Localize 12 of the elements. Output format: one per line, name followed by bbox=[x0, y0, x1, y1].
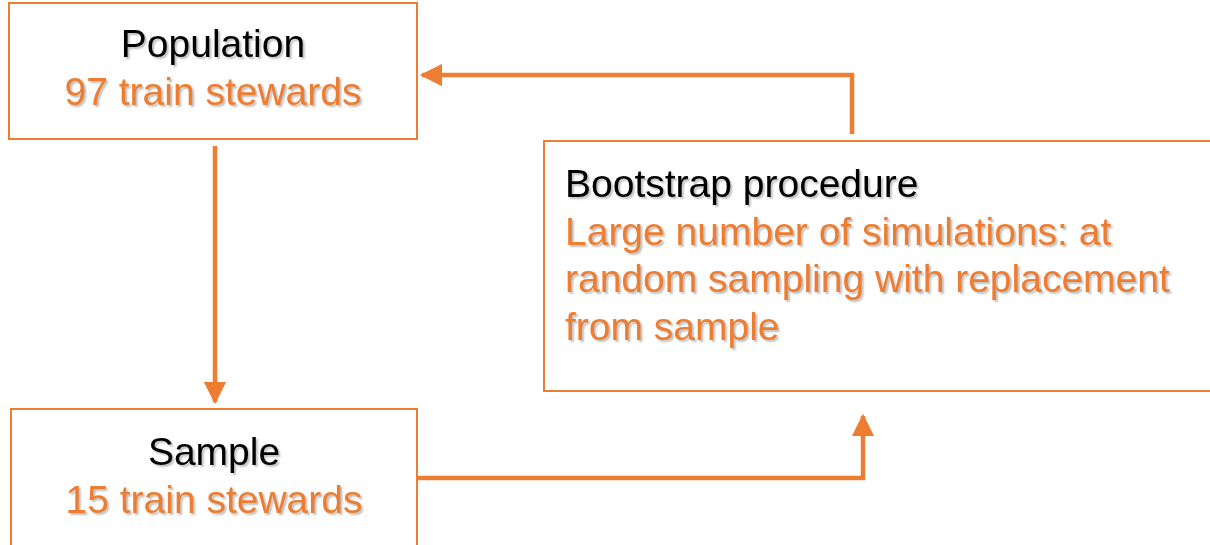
box-text: 97 train stewards bbox=[63, 68, 363, 115]
box-heading: Sample bbox=[146, 429, 282, 475]
process-box bbox=[8, 2, 418, 140]
arrow bbox=[418, 413, 875, 481]
process-box bbox=[543, 140, 1210, 392]
box-text: Large number of simulations: at random sampling with replacement from sample bbox=[565, 208, 1171, 350]
arrow bbox=[203, 146, 227, 405]
box-heading: Population bbox=[119, 21, 307, 67]
box-text: 15 train stewards bbox=[64, 476, 364, 523]
arrow bbox=[419, 63, 855, 134]
box-heading: Bootstrap procedure bbox=[565, 161, 920, 207]
process-box bbox=[10, 408, 418, 545]
